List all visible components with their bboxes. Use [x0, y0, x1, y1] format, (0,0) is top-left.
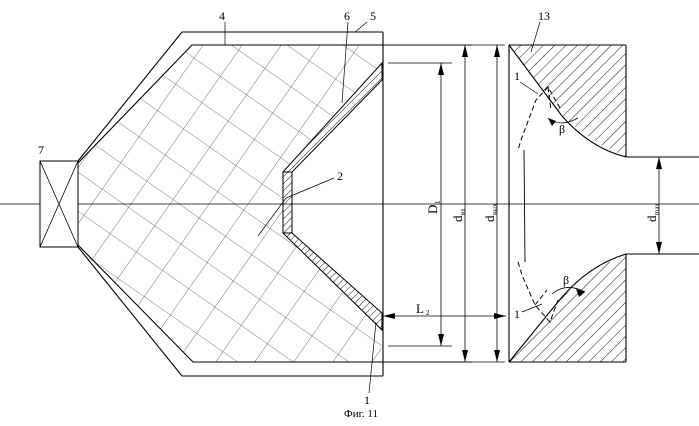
- label-d1-main: D: [425, 205, 440, 214]
- label-d-ex-main: d: [482, 215, 497, 222]
- leader-2: [286, 178, 334, 198]
- part-13-nozzle-block: [509, 45, 699, 362]
- callout-5: 5: [370, 9, 376, 23]
- callout-7: 7: [38, 143, 44, 157]
- part-4-filling-grid: [70, 30, 390, 380]
- callout-6: 6: [344, 9, 350, 23]
- callout-1-lower-right: 1: [514, 307, 520, 321]
- label-d-ex: d вых: [482, 203, 499, 222]
- label-l2: L 2: [416, 301, 430, 317]
- angle-beta-bottom: β: [563, 273, 569, 287]
- callout-2: 2: [337, 169, 343, 183]
- callout-4: 4: [219, 9, 225, 23]
- label-l2-main: L: [416, 301, 424, 316]
- part-7-end-block: [40, 161, 78, 247]
- callout-1-bottom: 1: [364, 393, 370, 407]
- figure-caption: Фиг. 11: [344, 408, 378, 420]
- label-l2-sub: 2: [426, 309, 430, 317]
- callout-13: 13: [538, 9, 550, 23]
- label-d-max: d max: [644, 202, 661, 222]
- leader-1-lower-right: [522, 304, 542, 312]
- label-d-max-main: d: [644, 215, 659, 222]
- part-2-central-insert: [283, 172, 292, 233]
- angle-beta-arcs: [548, 118, 585, 297]
- dimension-d-ex: [383, 45, 505, 362]
- label-d-ex-sub: вых: [491, 203, 499, 215]
- callout-1-upper-right: 1: [514, 69, 520, 83]
- leader-5: [355, 22, 367, 32]
- leader-1-upper-right: [520, 82, 538, 94]
- label-d1: D 1: [425, 200, 442, 214]
- label-d-in-main: d: [450, 215, 465, 222]
- dimension-l2: [383, 313, 506, 319]
- label-d-max-sub: max: [653, 202, 661, 215]
- label-d-in-sub: вх: [459, 208, 467, 215]
- label-d-in: d вх: [450, 208, 467, 222]
- angle-beta-top: β: [559, 122, 565, 136]
- label-d1-sub: 1: [434, 200, 442, 204]
